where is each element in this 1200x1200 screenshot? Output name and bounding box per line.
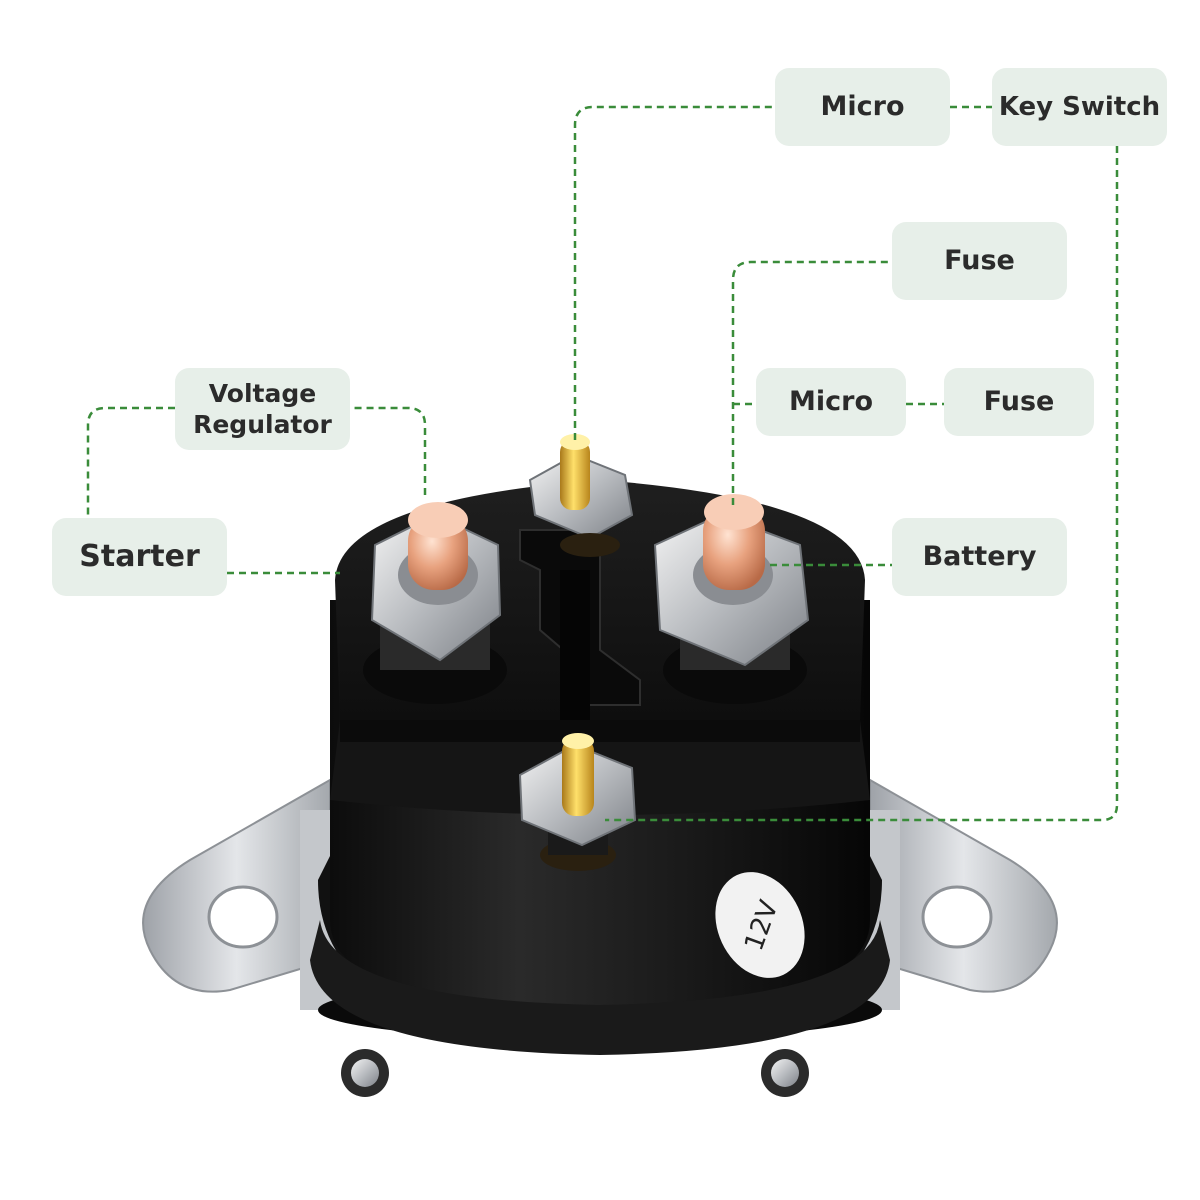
label-voltage-regulator-line1: Voltage: [209, 378, 316, 409]
label-key-switch: Key Switch: [992, 68, 1167, 146]
label-fuse-mid: Fuse: [944, 368, 1094, 436]
label-micro-mid: Micro: [756, 368, 906, 436]
label-battery: Battery: [892, 518, 1067, 596]
label-voltage-regulator: Voltage Regulator: [175, 368, 350, 450]
label-micro-top: Micro: [775, 68, 950, 146]
line-voltage-regulator-left: [88, 408, 175, 518]
label-voltage-regulator-line2: Regulator: [193, 409, 332, 440]
line-voltage-regulator-right: [350, 408, 425, 495]
line-micro-top: [575, 107, 775, 440]
label-starter: Starter: [52, 518, 227, 596]
label-fuse-top: Fuse: [892, 222, 1067, 300]
